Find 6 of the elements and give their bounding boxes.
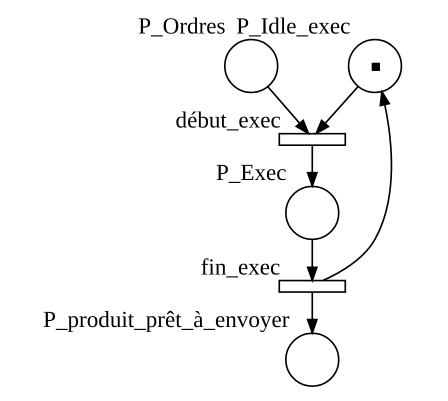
node-label: P_Exec	[216, 159, 286, 186]
node-label: P_Ordres	[138, 12, 226, 38]
node-label: fin_exec	[200, 253, 280, 280]
node-label: P_Idle_exec	[236, 12, 350, 38]
node-label: P_produit_prêt_à_envoyer	[43, 306, 290, 332]
node-label: début_exec	[176, 106, 281, 132]
